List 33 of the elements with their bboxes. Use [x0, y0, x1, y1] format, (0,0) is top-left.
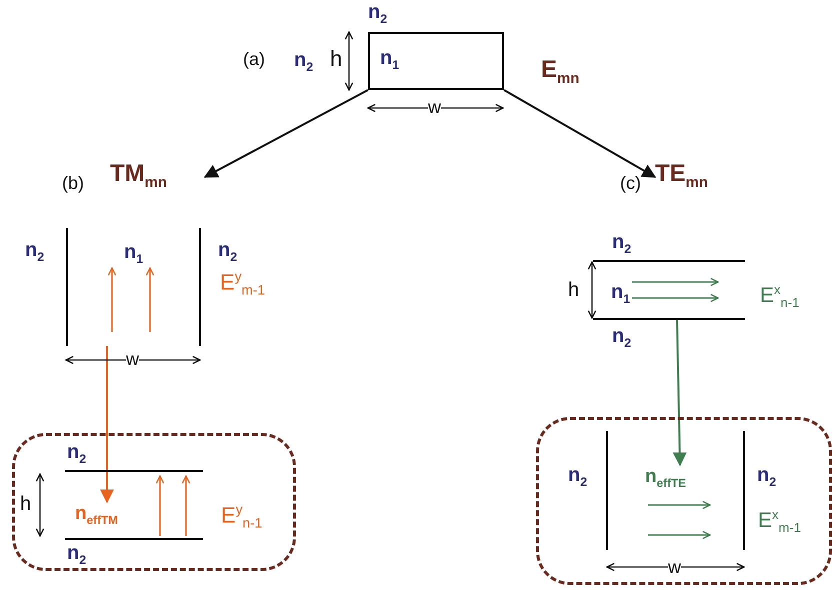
dimension-label: (b)	[62, 174, 84, 192]
refractive-index-label: n$_{2}$	[568, 465, 588, 488]
dashed-box	[12, 433, 296, 571]
index-label: n$_{1}$	[380, 48, 400, 72]
refractive-index-label: n$_{2}$	[294, 50, 314, 74]
slab-core	[66, 228, 201, 346]
dimension-label: h	[20, 494, 32, 514]
index-label: n$_{1}$	[611, 282, 630, 306]
field-label: E$_{mn}$	[541, 58, 580, 87]
dashed-box	[536, 417, 832, 585]
arrow	[204, 89, 368, 178]
mode-label: TE$_{mn}$	[655, 158, 750, 190]
refractive-index-label: n$_{2}$	[67, 442, 86, 466]
mode-label: n$_{effTE}$	[645, 465, 720, 491]
dimension-label: (a)	[243, 50, 265, 68]
arrow	[672, 320, 687, 466]
refractive-index-label: n$_{2}$	[368, 2, 388, 26]
waveguide-core	[368, 32, 504, 90]
mode-label: TM$_{mn}$	[110, 158, 205, 190]
arrow	[100, 346, 114, 504]
refractive-index-label: n$_{2}$	[757, 465, 776, 488]
dimension-label: h	[330, 48, 342, 70]
refractive-index-label: n$_{2}$	[25, 240, 44, 264]
slab-core	[593, 260, 745, 320]
mode-label: n$_{effTM}$	[75, 502, 155, 528]
refractive-index-label: n$_{2}$	[612, 232, 632, 256]
refractive-index-label: n$_{2}$	[612, 326, 632, 350]
refractive-index-label: n$_{2}$	[218, 240, 238, 264]
dimension-label: (c)	[620, 174, 641, 192]
refractive-index-label: n$_{2}$	[67, 543, 86, 566]
dimension-label: h	[568, 280, 580, 300]
index-label: n$_{1}$	[124, 242, 144, 266]
arrow	[504, 89, 656, 178]
